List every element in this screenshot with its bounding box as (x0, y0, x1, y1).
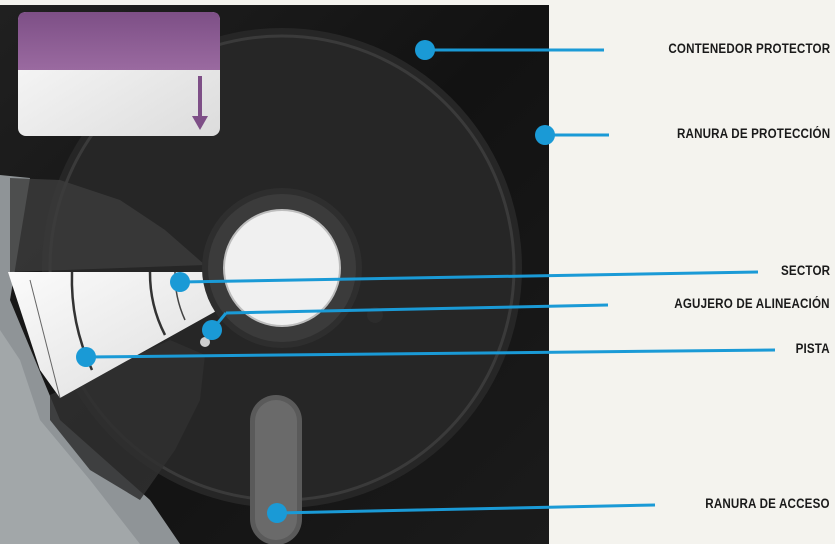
label-contenedor-protector: CONTENEDOR PROTECTOR (668, 41, 830, 56)
label-sector: SECTOR (781, 263, 830, 278)
label-ranura-de-proteccion: RANURA DE PROTECCIÓN (677, 126, 830, 141)
callout-dot-contenedor (415, 40, 435, 60)
callout-dot-pista (76, 347, 96, 367)
label-agujero-de-alineacion: AGUJERO DE ALINEACIÓN (675, 296, 830, 311)
callout-dot-sector (170, 272, 190, 292)
callout-dot-ranura-proteccion (535, 125, 555, 145)
label-pista: PISTA (796, 341, 830, 356)
label-ranura-de-acceso: RANURA DE ACCESO (706, 496, 830, 511)
callout-dot-ranura-acceso (267, 503, 287, 523)
callout-dot-agujero (202, 320, 222, 340)
